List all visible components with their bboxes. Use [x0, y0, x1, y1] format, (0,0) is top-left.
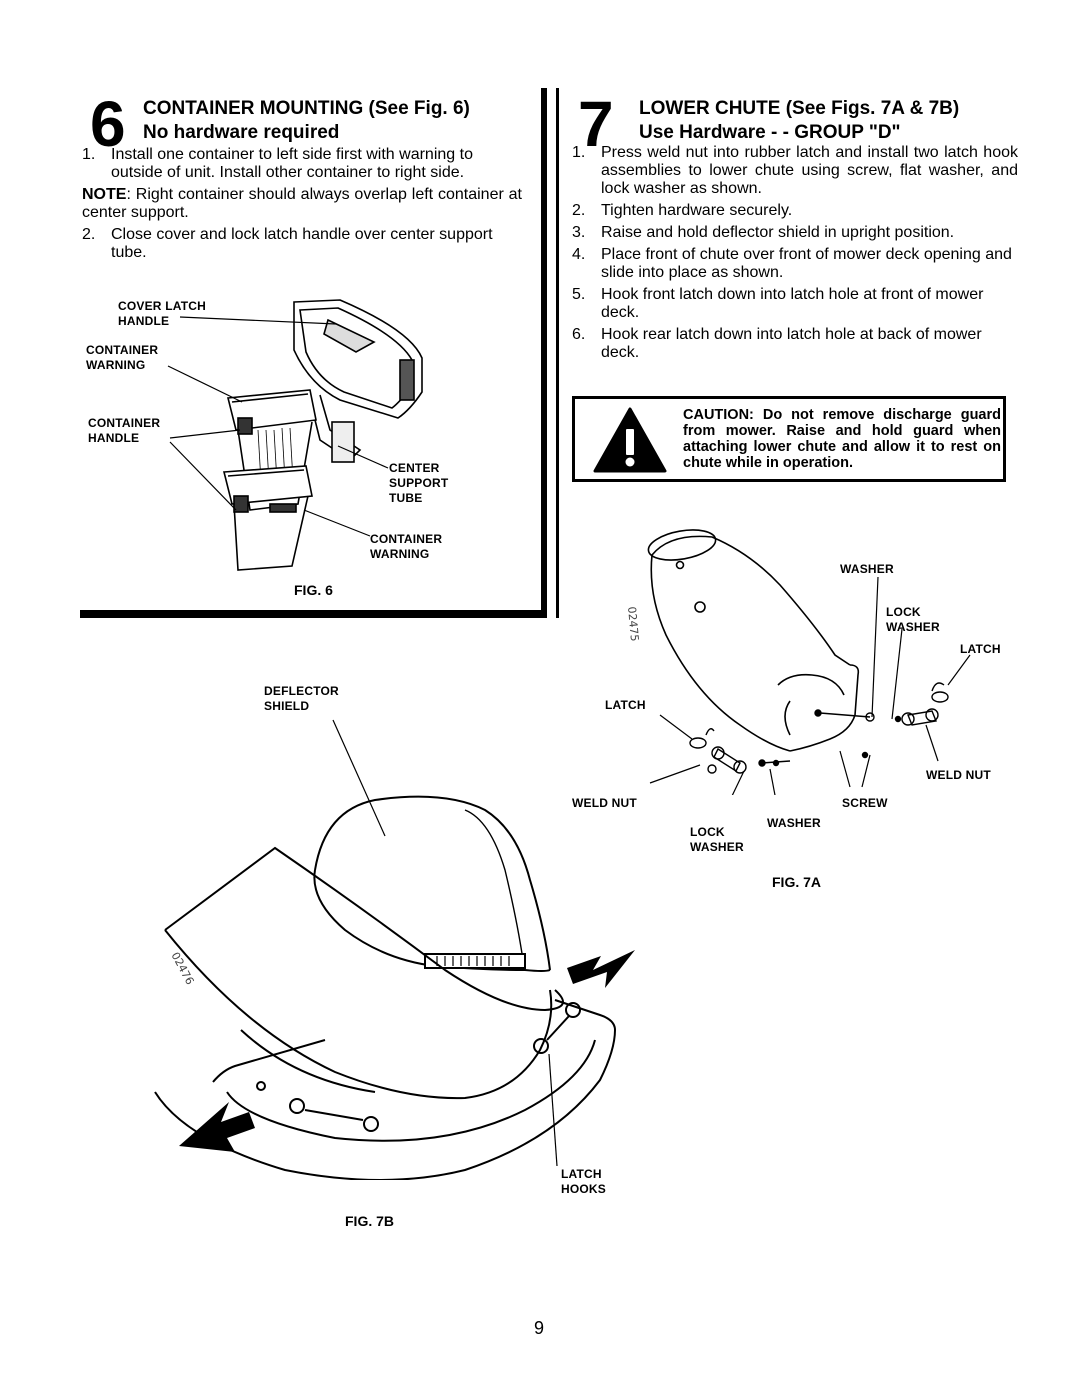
section-7-subtitle: Use Hardware - - GROUP "D" [639, 122, 901, 143]
section-7-instructions: 1. Press weld nut into rubber latch and … [572, 144, 1018, 366]
note-paragraph: NOTE: Right container should always over… [82, 186, 522, 222]
label-latch-right: LATCH [960, 642, 1001, 656]
caution-box: CAUTION: Do not remove discharge guard f… [572, 396, 1006, 482]
list-item-text: Close cover and lock latch handle over c… [111, 226, 493, 261]
label-cover-latch-handle: COVER LATCH HANDLE [118, 299, 206, 328]
section-6-instructions: 1. Install one container to left side fi… [82, 146, 522, 266]
label-container-warning-bottom: CONTAINER WARNING [370, 532, 443, 561]
label-latch-left: LATCH [605, 698, 646, 712]
page-number: 9 [534, 1318, 545, 1338]
list-item-text: Hook rear latch down into latch hole at … [601, 326, 982, 361]
label-container-handle: CONTAINER HANDLE [88, 416, 161, 445]
fig-7a-caption: FIG. 7A [772, 874, 822, 890]
list-item-number: 6. [572, 326, 586, 343]
label-lock-washer-top: LOCK WASHER [886, 605, 940, 634]
list-item: 6. Hook rear latch down into latch hole … [572, 326, 1018, 362]
note-label: NOTE [82, 186, 127, 203]
list-item-number: 1. [572, 144, 586, 161]
fig-6-caption: FIG. 6 [294, 582, 333, 598]
label-weld-nut-right: WELD NUT [926, 768, 991, 782]
section-7-left-border [556, 88, 559, 618]
label-container-warning-top: CONTAINER WARNING [86, 343, 159, 372]
section-7-title: LOWER CHUTE (See Figs. 7A & 7B) [639, 98, 960, 119]
list-item-text: Install one container to left side first… [111, 146, 473, 181]
fig-6-container-illustration [167, 299, 423, 571]
list-item: 3. Raise and hold deflector shield in up… [572, 224, 1018, 242]
list-item: 2. Close cover and lock latch handle ove… [82, 226, 522, 262]
list-item-text: Raise and hold deflector shield in uprig… [601, 224, 955, 241]
section-6-subtitle: No hardware required [143, 122, 340, 143]
label-weld-nut-left: WELD NUT [572, 796, 637, 810]
fig-7a-chute-illustration [647, 529, 971, 795]
list-item-text: Tighten hardware securely. [601, 202, 793, 219]
label-lock-washer-bottom: LOCK WASHER [690, 825, 744, 854]
fig-7b-caption: FIG. 7B [345, 1213, 395, 1229]
list-item-text: Hook front latch down into latch hole at… [601, 286, 984, 321]
step-number-6: 6 [90, 88, 126, 160]
section-6-bottom-border [80, 610, 547, 618]
note-text: : Right container should always overlap … [82, 186, 522, 221]
label-deflector-shield: DEFLECTOR SHIELD [264, 684, 339, 713]
list-item-number: 1. [82, 146, 96, 163]
label-latch-hooks: LATCH HOOKS [561, 1167, 607, 1196]
section-6-heading: CONTAINER MOUNTING (See Fig. 6) No hardw… [143, 98, 470, 144]
list-item-number: 3. [572, 224, 586, 241]
warning-exclamation-icon [593, 407, 667, 473]
label-center-support-tube: CENTER SUPPORT TUBE [389, 461, 449, 505]
list-item-number: 4. [572, 246, 586, 263]
list-item-number: 2. [572, 202, 586, 219]
list-item: 5. Hook front latch down into latch hole… [572, 286, 1018, 322]
label-screw: SCREW [842, 796, 888, 810]
section-7-heading: LOWER CHUTE (See Figs. 7A & 7B) Use Hard… [639, 98, 959, 144]
fig-7b-deck-illustration [154, 719, 635, 1180]
list-item: 1. Press weld nut into rubber latch and … [572, 144, 1018, 198]
label-washer-bottom: WASHER [767, 816, 821, 830]
list-item: 1. Install one container to left side fi… [82, 146, 522, 182]
list-item: 2. Tighten hardware securely. [572, 202, 1018, 220]
section-6-title: CONTAINER MOUNTING (See Fig. 6) [143, 98, 470, 119]
list-item-number: 5. [572, 286, 586, 303]
list-item: 4. Place front of chute over front of mo… [572, 246, 1018, 282]
label-washer-top: WASHER [840, 562, 894, 576]
list-item-text: Press weld nut into rubber latch and ins… [601, 144, 1018, 197]
list-item-number: 2. [82, 226, 96, 243]
list-item-text: Place front of chute over front of mower… [601, 246, 1012, 281]
caution-text: CAUTION: Do not remove discharge guard f… [683, 407, 1001, 471]
step-number-7: 7 [578, 88, 614, 160]
section-6-right-border [541, 88, 547, 618]
fig-7a-watermark: 02475 [625, 606, 642, 642]
